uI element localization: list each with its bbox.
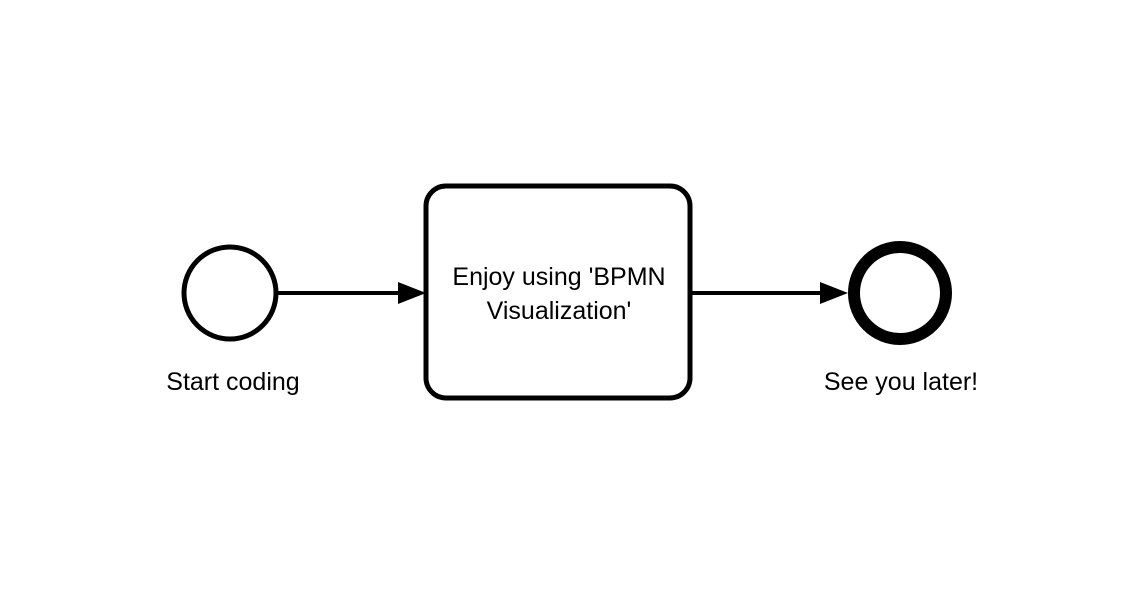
task-label-line-1: Enjoy using 'BPMN xyxy=(452,263,665,291)
end-event[interactable]: See you later! xyxy=(824,241,978,396)
end-event-label: See you later! xyxy=(824,368,978,396)
start-event-circle-icon xyxy=(181,244,279,342)
sequence-flow-task-to-end[interactable] xyxy=(690,282,848,304)
start-event-label: Start coding xyxy=(166,368,299,396)
sequence-flow-start-to-task[interactable] xyxy=(278,282,426,304)
start-event[interactable]: Start coding xyxy=(166,244,300,396)
end-event-circle-icon xyxy=(848,241,952,345)
task-label-line-2: Visualization' xyxy=(487,297,632,325)
task-node[interactable]: Enjoy using 'BPMN Visualization' xyxy=(423,183,693,401)
task-rounded-rect xyxy=(423,183,693,401)
arrowhead-icon xyxy=(398,282,426,304)
arrowhead-icon xyxy=(820,282,848,304)
